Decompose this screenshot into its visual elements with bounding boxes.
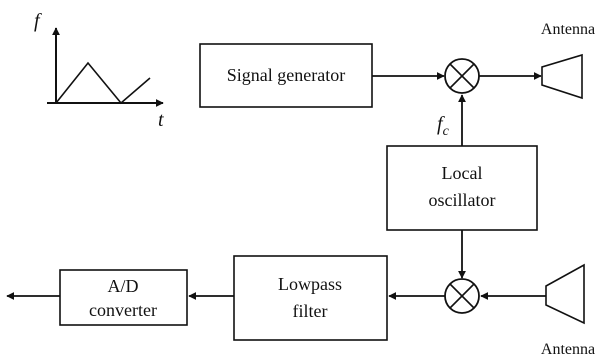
local-oscillator-block: Local oscillator — [386, 145, 538, 231]
local-oscillator-label-line2: oscillator — [429, 190, 496, 210]
ad-converter-label-line1: A/D — [108, 276, 139, 296]
local-oscillator-label-line1: Local — [442, 163, 483, 183]
rx-mixer-icon — [444, 278, 480, 314]
carrier-frequency-label: fc — [437, 113, 450, 139]
waveform-y-label: f — [34, 10, 42, 32]
lowpass-filter-block: Lowpass filter — [233, 255, 388, 341]
rx-antenna-label: Antenna — [541, 341, 595, 358]
ad-converter-label-line2: converter — [89, 300, 157, 320]
waveform-x-label: t — [158, 109, 164, 131]
rx-antenna-icon — [545, 263, 585, 325]
waveform-triangle — [55, 61, 151, 105]
signal-generator-label: Signal generator — [227, 65, 345, 85]
lowpass-filter-label-line2: filter — [293, 301, 328, 321]
tx-antenna-icon — [541, 53, 583, 100]
waveform-inset: f t — [34, 10, 164, 131]
tx-antenna-label: Antenna — [541, 21, 595, 38]
lowpass-filter-label-line1: Lowpass — [278, 274, 342, 294]
signal-generator-block: Signal generator — [199, 43, 373, 108]
ad-converter-block: A/D converter — [59, 269, 188, 326]
tx-mixer-icon — [444, 58, 480, 94]
